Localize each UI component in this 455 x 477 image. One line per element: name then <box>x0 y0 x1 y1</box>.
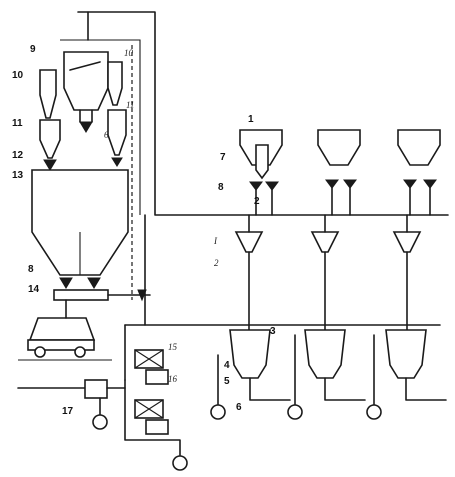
unit-2-valve <box>325 179 339 189</box>
unit-1-mixer <box>229 329 271 379</box>
conveyor-14-valve <box>137 289 147 302</box>
left-cyclone-10 <box>39 69 57 119</box>
label-11: 11 <box>12 118 23 129</box>
label-17: 17 <box>62 406 74 417</box>
pump-bottom-center <box>172 455 188 471</box>
pump-17 <box>92 414 108 430</box>
unit-1-drop <box>255 189 273 216</box>
right-filter-11 <box>107 109 127 156</box>
unit-1-out <box>249 377 291 401</box>
valve-12 <box>43 159 57 171</box>
valve-8-right <box>87 277 101 289</box>
unit-1-pump <box>210 404 226 420</box>
unit-3-valve-2 <box>423 179 437 189</box>
label-2-italic: 2 <box>214 258 219 268</box>
device-15-cross <box>134 349 164 369</box>
device-16b <box>145 419 169 435</box>
unit-1-valve <box>249 181 263 191</box>
label-10: 10 <box>12 70 24 81</box>
unit-3-doser <box>392 231 422 253</box>
unit-2-valve-2 <box>343 179 357 189</box>
label-4: 4 <box>224 360 230 371</box>
label-14: 14 <box>28 284 40 295</box>
label-10-italic: 10 <box>124 48 134 58</box>
label-2: 2 <box>254 196 260 207</box>
unit-3-valve <box>403 179 417 189</box>
right-filter-valve <box>111 157 123 167</box>
hopper-9-valve <box>79 121 93 133</box>
label-3: 3 <box>270 326 276 337</box>
unit-3-out <box>405 377 447 401</box>
label-5: 5 <box>224 376 230 387</box>
device-line <box>124 379 181 456</box>
label-6: 6 <box>236 402 242 413</box>
label-I-italic: I <box>213 236 218 246</box>
label-16: 16 <box>168 374 178 384</box>
hopper-9-inner <box>69 61 101 71</box>
label-13: 13 <box>12 170 24 181</box>
label-7: 7 <box>220 152 226 163</box>
unit-1-hopper-2 <box>255 144 269 180</box>
truck-wheel-left <box>34 346 46 358</box>
unit-3-hopper <box>397 129 441 166</box>
unit-2 <box>287 129 366 420</box>
device-15b-cross <box>134 399 164 419</box>
unit-2-hopper <box>317 129 361 166</box>
label-15: 15 <box>168 342 178 352</box>
silo-13 <box>31 169 129 276</box>
unit-2-out <box>324 377 366 401</box>
label-11-italic: 11 <box>126 100 134 110</box>
unit-3-pump <box>366 404 382 420</box>
conveyor-14 <box>53 289 109 301</box>
label-6-italic: 6 <box>104 130 109 140</box>
label-9: 9 <box>30 44 36 55</box>
top-return-pipe <box>60 39 141 215</box>
label-8-left: 8 <box>28 264 34 275</box>
unit-2-drop <box>331 187 351 216</box>
unit-3-mixer <box>385 329 427 379</box>
unit-2-doser <box>310 231 340 253</box>
unit-3 <box>366 129 447 420</box>
device-17 <box>84 379 108 399</box>
top-hopper-9 <box>63 51 109 111</box>
valve-8-left <box>59 277 73 289</box>
device-16 <box>145 369 169 385</box>
unit-2-mixer <box>304 329 346 379</box>
unit-2-pump <box>287 404 303 420</box>
unit-1-doser <box>234 231 264 253</box>
unit-3-drop <box>409 187 431 216</box>
unit-1-valve-2 <box>265 181 279 191</box>
hopper-9-neck <box>79 109 93 123</box>
top-main-pipe <box>77 11 449 216</box>
truck-wheel-right <box>74 346 86 358</box>
unit-1 <box>210 129 291 420</box>
right-cyclone-10 <box>107 61 123 106</box>
label-12: 12 <box>12 150 24 161</box>
left-filter-11 <box>39 119 61 159</box>
label-8-right: 8 <box>218 182 224 193</box>
truck-tank <box>28 317 96 341</box>
truck-body <box>27 339 95 351</box>
label-1: 1 <box>248 114 254 125</box>
